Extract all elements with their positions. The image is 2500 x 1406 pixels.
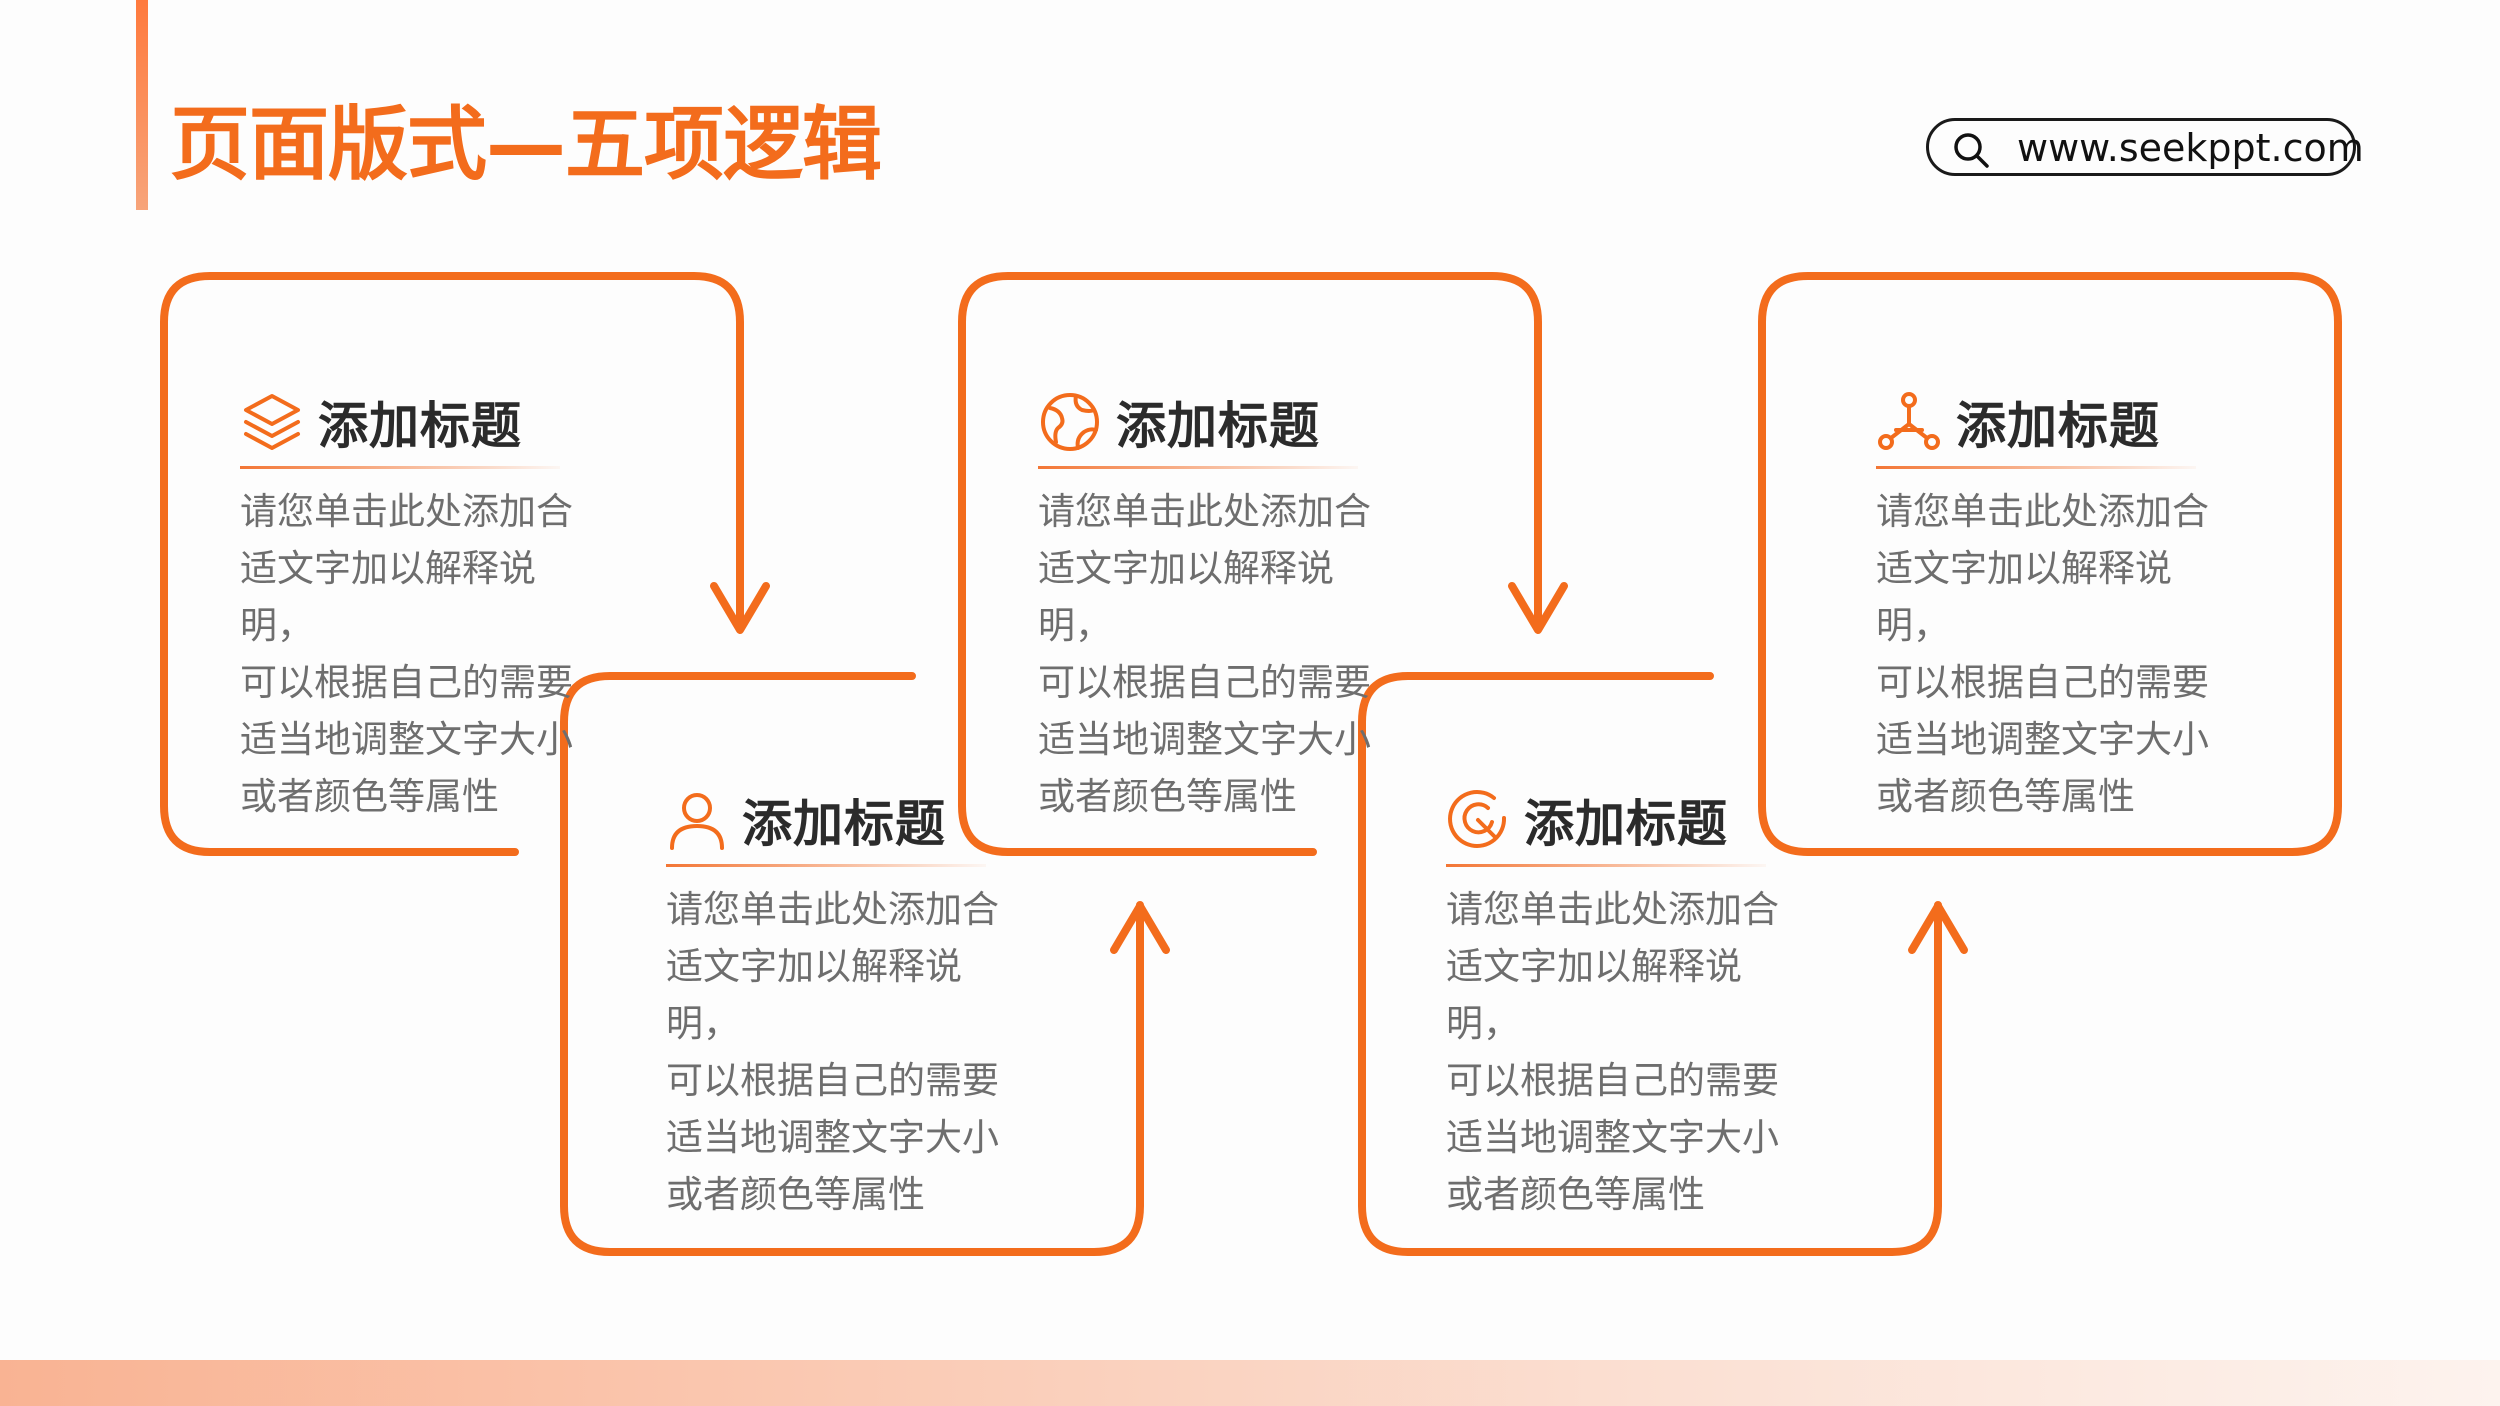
- card-description: 请您单击此处添加合 适文字加以解释说明， 可以根据自己的需要 适当地调整文字大小…: [1876, 490, 2209, 818]
- step-card-5: 添加标题 请您单击此处添加合 适文字加以解释说明， 可以根据自己的需要 适当地调…: [1876, 384, 2276, 825]
- box-outline-2: [560, 672, 1144, 1256]
- arrow-up-1: [1110, 902, 1170, 954]
- page-title: 页面版式—五项逻辑: [170, 98, 882, 191]
- arrow-down-2: [1508, 582, 1568, 634]
- title-underline: [1876, 466, 2196, 469]
- layers-icon: [244, 394, 300, 450]
- step-card-1: 添加标题 请您单击此处添加合 适文字加以解释说明， 可以根据自己的需要 适当地调…: [240, 384, 640, 825]
- step-card-3: 添加标题 请您单击此处添加合 适文字加以解释说明， 可以根据自己的需要 适当地调…: [1038, 384, 1438, 825]
- title-underline: [666, 864, 986, 867]
- title-underline: [1038, 466, 1358, 469]
- card-description: 请您单击此处添加合 适文字加以解释说明， 可以根据自己的需要 适当地调整文字大小…: [240, 490, 573, 818]
- card-title: 添加标题: [1116, 397, 1320, 455]
- user-icon: [670, 793, 724, 850]
- card-title: 添加标题: [1524, 795, 1728, 853]
- network-icon: [1878, 392, 1940, 450]
- arrow-up-2: [1908, 902, 1968, 954]
- box-outline-3: [958, 272, 1542, 856]
- card-description: 请您单击此处添加合 适文字加以解释说明， 可以根据自己的需要 适当地调整文字大小…: [1038, 490, 1371, 818]
- step-card-4: 添加标题 请您单击此处添加合 适文字加以解释说明， 可以根据自己的需要 适当地调…: [1446, 782, 1846, 1223]
- site-url-badge[interactable]: www.seekppt.com: [1926, 118, 2364, 176]
- title-accent-bar: [136, 0, 148, 210]
- card-description: 请您单击此处添加合 适文字加以解释说明， 可以根据自己的需要 适当地调整文字大小…: [666, 888, 999, 1216]
- target-icon: [1448, 790, 1507, 848]
- bottom-gradient-band: [0, 1360, 2500, 1406]
- site-url: www.seekppt.com: [2017, 126, 2364, 170]
- card-description: 请您单击此处添加合 适文字加以解释说明， 可以根据自己的需要 适当地调整文字大小…: [1446, 888, 1779, 1216]
- box-outline-1: [160, 272, 744, 856]
- box-outline-4: [1358, 672, 1942, 1256]
- box-outline-5: [1758, 272, 2342, 856]
- card-title: 添加标题: [318, 397, 522, 455]
- globe-icon: [1041, 393, 1099, 451]
- arrow-down-1: [710, 582, 770, 634]
- title-underline: [1446, 864, 1766, 867]
- title-underline: [240, 466, 560, 469]
- card-title: 添加标题: [1956, 397, 2160, 455]
- search-icon: [1954, 133, 1989, 168]
- step-card-2: 添加标题 请您单击此处添加合 适文字加以解释说明， 可以根据自己的需要 适当地调…: [666, 782, 1066, 1223]
- card-title: 添加标题: [742, 795, 946, 853]
